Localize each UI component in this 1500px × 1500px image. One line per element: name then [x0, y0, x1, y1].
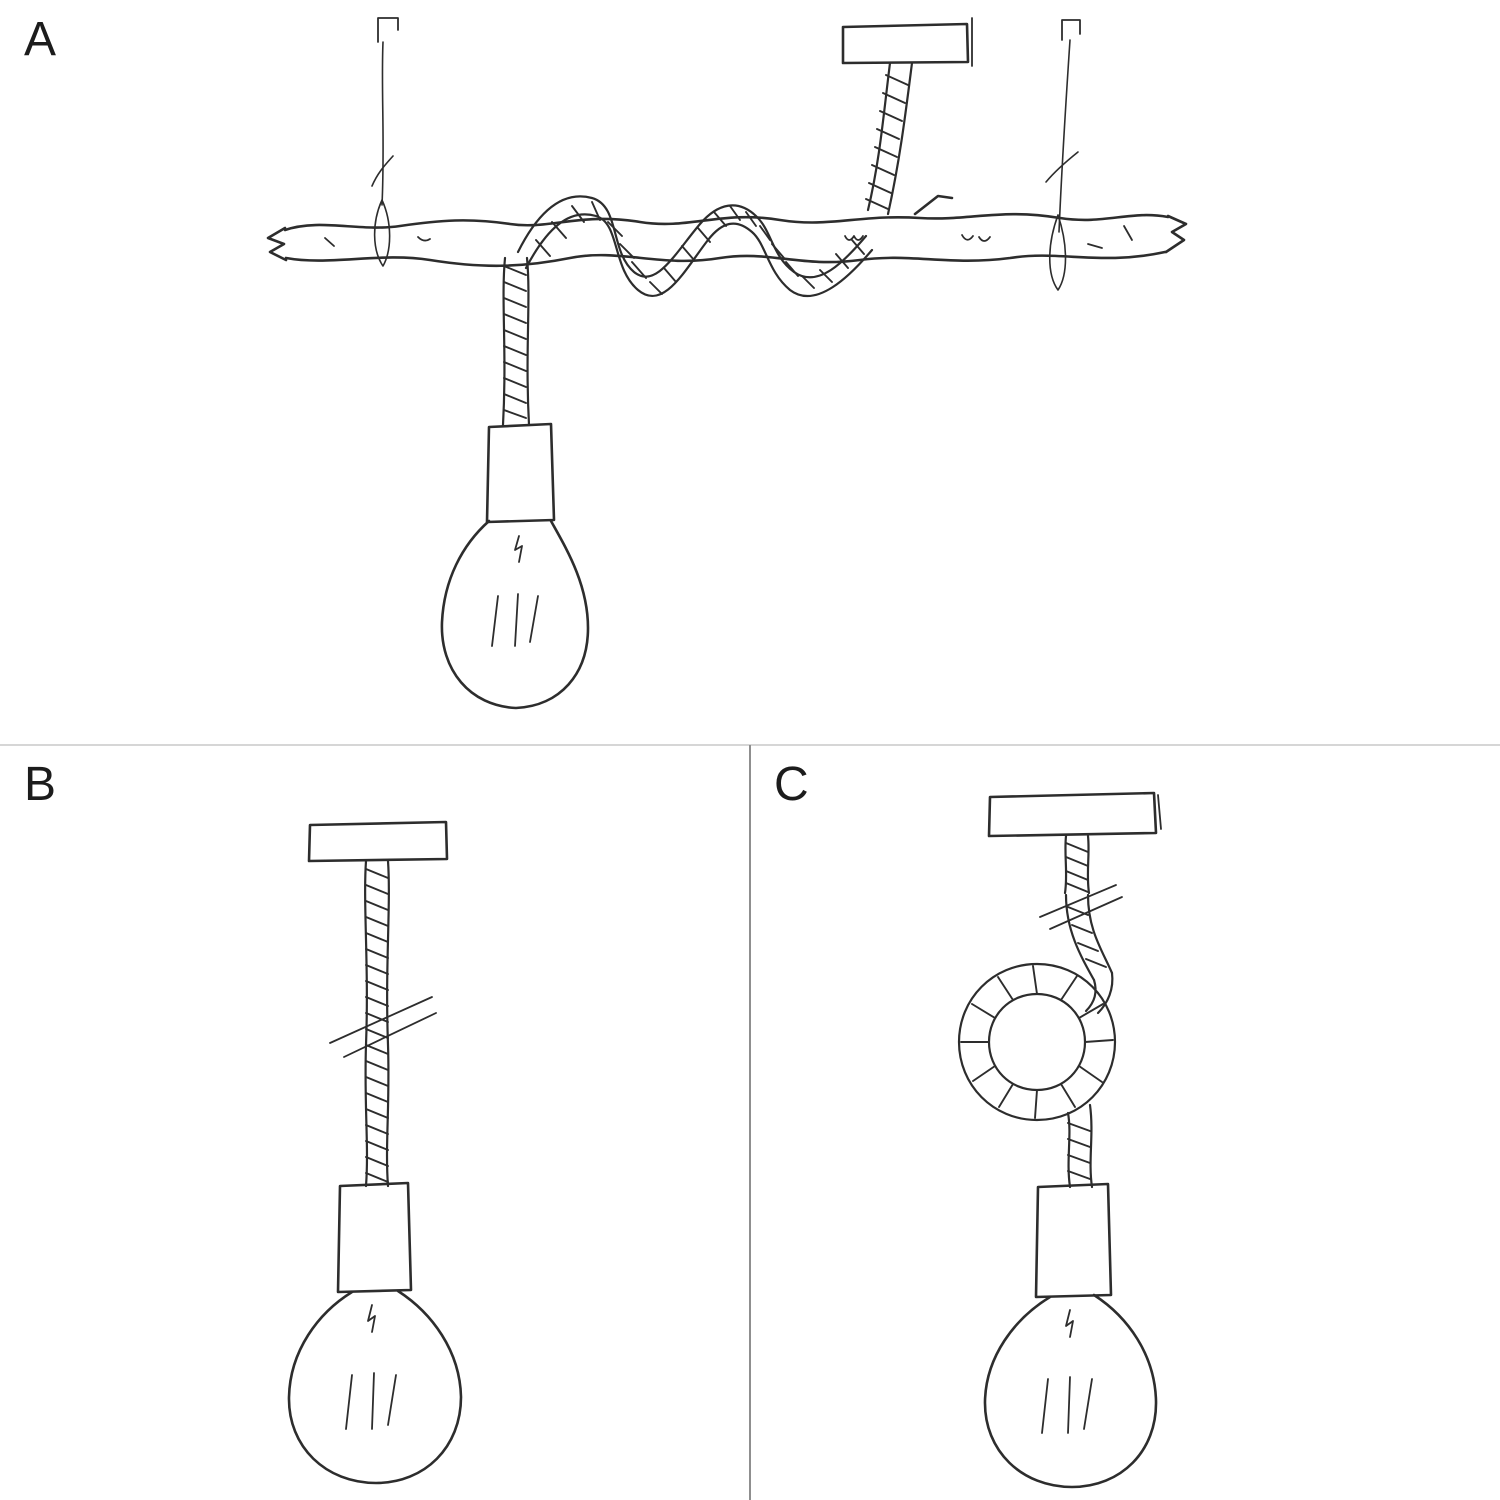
panel-c: C	[750, 745, 1500, 1500]
panel-a: A	[0, 0, 1500, 745]
rope-pendant-sketch-icon	[287, 820, 463, 1485]
panel-b: B	[0, 745, 750, 1500]
vertical-divider	[749, 745, 751, 1500]
knotted-rope-pendant-sketch-icon	[957, 791, 1162, 1489]
panel-a-label: A	[24, 13, 58, 66]
branch-pendant-sketch-icon	[266, 17, 1188, 710]
panel-b-label: B	[24, 758, 58, 811]
panel-c-label: C	[774, 758, 810, 811]
